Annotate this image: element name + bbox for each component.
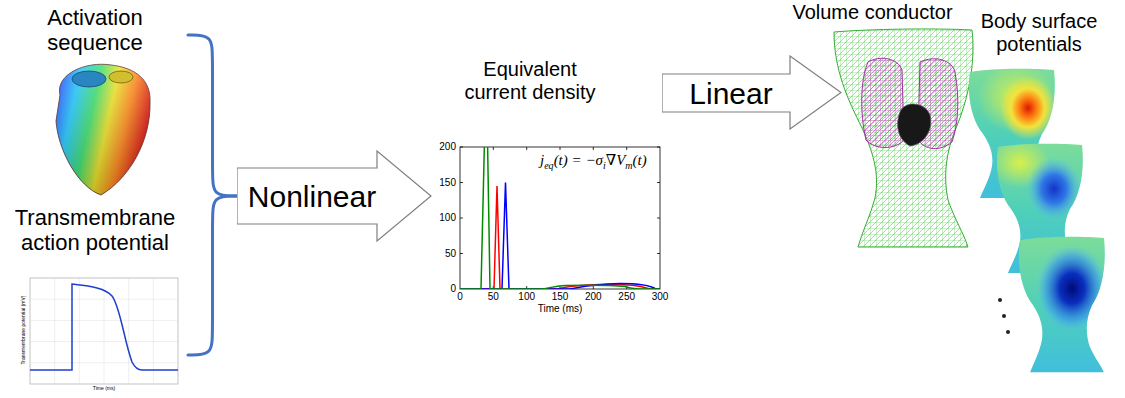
continuation-dot — [998, 298, 1002, 302]
axis-tick-label: 0 — [457, 292, 463, 302]
map-blob — [1026, 157, 1082, 221]
axis-tick-label: 100 — [518, 292, 535, 302]
panel-heading: Body surface potentials — [955, 10, 1123, 56]
action-potential-plot — [30, 278, 178, 384]
map-fill — [1012, 236, 1112, 378]
traces — [460, 147, 660, 289]
formula: jeq(t) = −σi∇Vm(t) — [540, 151, 647, 169]
figure-panel: Activation sequence — [5, 0, 185, 200]
plot-frame — [30, 278, 178, 384]
formula-subscript: m — [625, 160, 632, 171]
formula-part: ∇V — [606, 152, 626, 168]
axis-tick-label: 150 — [439, 178, 456, 188]
plot-grid — [30, 278, 178, 384]
axis-title: Transmembrane potential (mV) — [21, 295, 26, 364]
heart-opening — [72, 71, 106, 87]
axis-tick-label: 200 — [585, 292, 602, 302]
map-blob — [1036, 244, 1108, 332]
panel-heading: Activation sequence — [5, 5, 185, 56]
continuation-dot — [1006, 330, 1010, 334]
axis-tick-label: 50 — [488, 292, 499, 302]
block-arrow-outline — [237, 151, 431, 241]
heart-surface — [56, 64, 150, 195]
map-ground — [1012, 236, 1112, 378]
axis-title: Time (ms) — [93, 386, 115, 391]
panel-heading: Equivalent current density — [455, 58, 605, 104]
curly-brace-connector — [188, 196, 237, 355]
block-arrow-outline — [662, 56, 841, 129]
body-surface-maps — [962, 63, 1112, 378]
current-density-plot — [460, 140, 660, 289]
formula-part: (t) — [633, 152, 647, 168]
axis-tick-label: 200 — [439, 142, 456, 152]
heart-shading — [56, 64, 150, 195]
panel-heading: Transmembrane action potential — [5, 205, 185, 256]
formula-part: j — [540, 152, 544, 168]
panel-heading: Volume conductor — [770, 1, 975, 24]
formula-part: (t) = −σ — [554, 152, 603, 168]
axis-tick-label: 100 — [439, 213, 456, 223]
figure-panel: Volume conductor — [770, 0, 975, 250]
curly-brace-connector — [188, 35, 237, 196]
axis-tick-label: 250 — [618, 292, 635, 302]
figure-panel: Transmembrane action potential — [5, 200, 185, 395]
figure-panel: Equivalent current density — [440, 55, 670, 317]
axis-tick-label: 0 — [450, 284, 456, 294]
torso-mesh — [834, 29, 973, 247]
heart-opening — [109, 71, 133, 83]
arrow-label: Nonlinear — [248, 180, 376, 213]
axis-tick-label: 300 — [652, 292, 669, 302]
block-arrow: Linear — [662, 55, 842, 130]
arrow-label-box: Linear — [662, 74, 800, 112]
heart-activation-map — [56, 64, 150, 195]
axis-tick-label: 150 — [552, 292, 569, 302]
torso-surface — [834, 29, 973, 247]
block-arrow: Nonlinear — [237, 150, 432, 242]
axis-tick-label: 50 — [445, 249, 456, 259]
action-potential-trace — [30, 284, 178, 370]
heart-mesh — [898, 104, 931, 146]
axis-title: Time (ms) — [538, 304, 583, 314]
green-trace — [460, 147, 660, 289]
arrow-label: Linear — [689, 77, 772, 110]
surface-map — [1012, 236, 1112, 378]
lung-mesh — [862, 58, 904, 147]
map-blob — [1000, 76, 1056, 140]
figure-panel: Body surface potentials — [955, 5, 1123, 390]
formula-subscript: i — [603, 160, 606, 171]
formula-subscript: eq — [544, 160, 553, 171]
continuation-dot — [1002, 314, 1006, 318]
arrow-label-box: Nonlinear — [237, 168, 387, 224]
